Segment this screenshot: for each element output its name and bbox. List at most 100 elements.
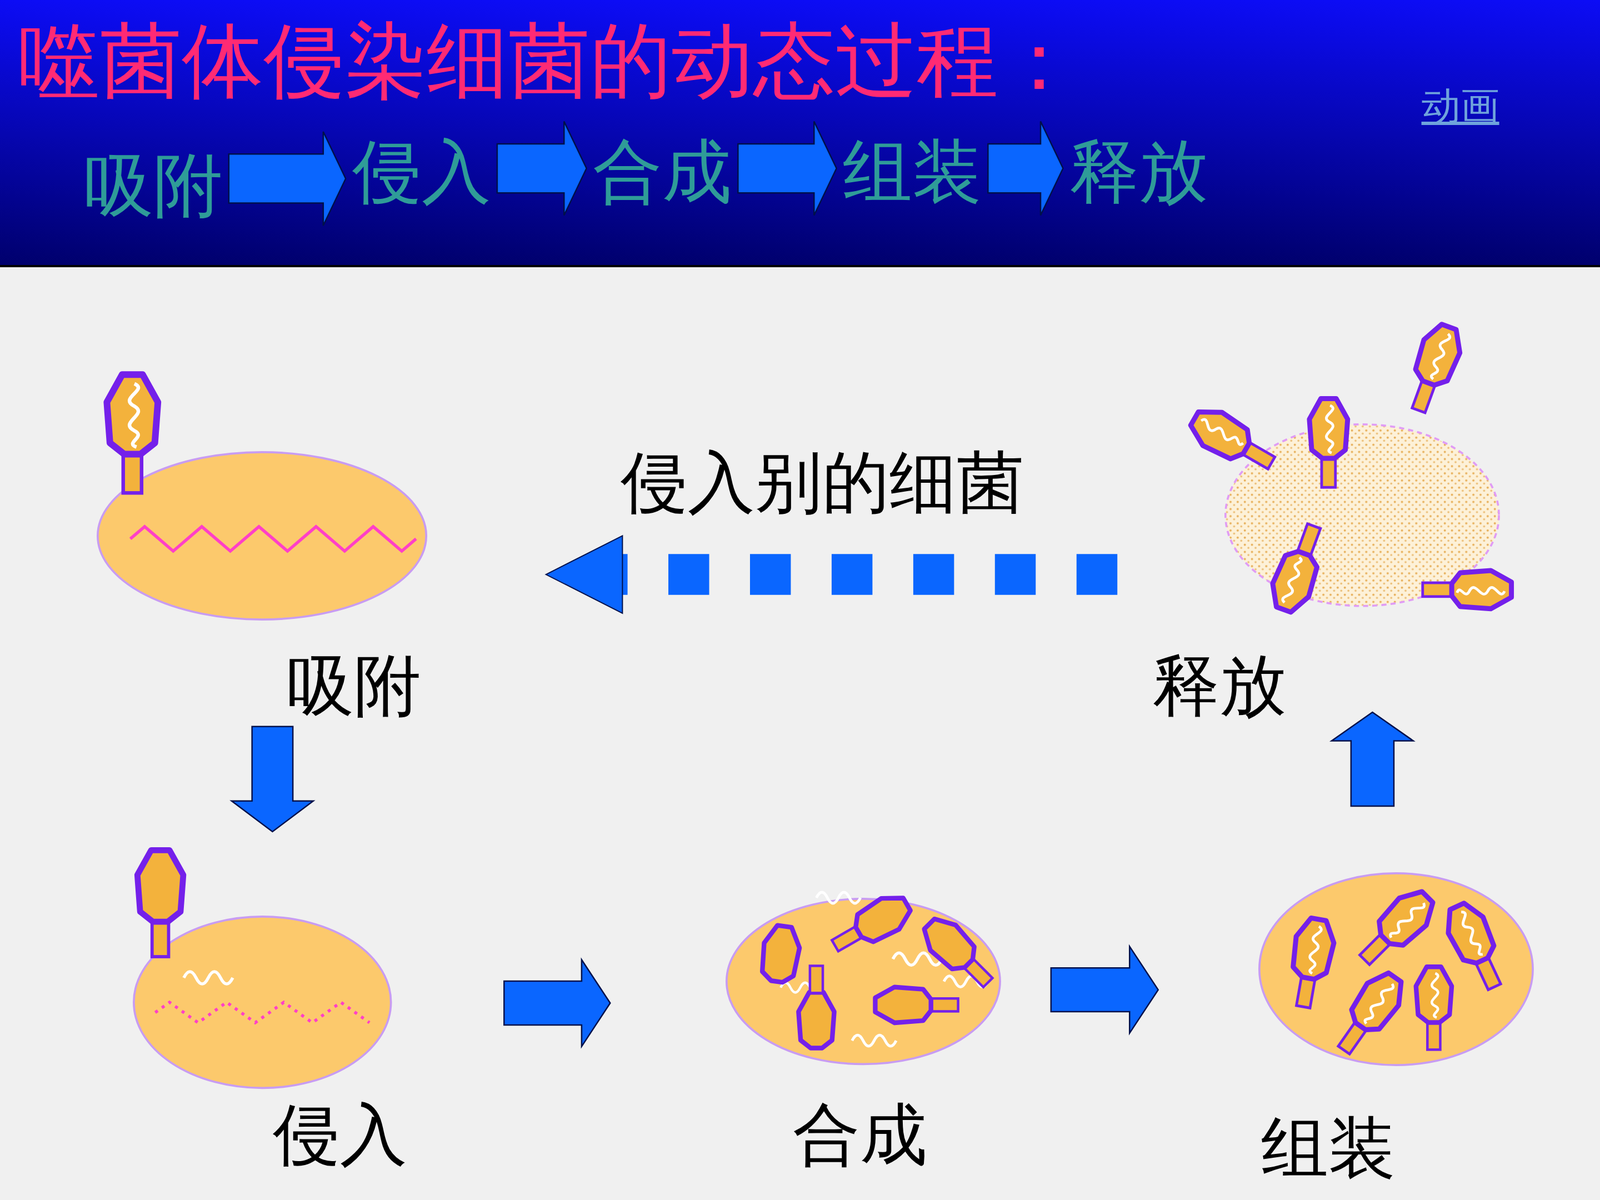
phage <box>1415 967 1452 1050</box>
stage-label: 吸附 <box>286 647 422 725</box>
phage <box>875 987 958 1023</box>
phage-tail-sheath <box>931 998 959 1012</box>
phage-tail-sheath <box>1296 977 1315 1009</box>
phage <box>1265 519 1332 617</box>
block-arrow <box>228 131 346 226</box>
block-arrow <box>503 959 610 1047</box>
step-word-text: 吸附 <box>81 145 225 226</box>
phage-dna <box>1431 973 1438 1018</box>
phage <box>137 850 184 957</box>
step-word: 合成 <box>590 131 734 212</box>
phage-dna <box>1281 557 1304 604</box>
phage-head <box>107 374 159 454</box>
bacterium-cell: 组装 <box>1258 872 1534 1067</box>
free-dna <box>183 971 233 984</box>
cell-outline <box>133 916 392 1088</box>
phage <box>1400 320 1467 418</box>
arrow-body <box>1051 946 1159 1034</box>
stage-label: 合成 <box>792 1096 928 1174</box>
phage <box>1351 883 1442 974</box>
phage <box>1284 916 1338 1010</box>
block-arrow <box>497 121 587 216</box>
phage <box>107 374 159 493</box>
animation-link: 动画 <box>1421 83 1500 129</box>
phage-dna <box>1457 911 1484 957</box>
step-word-text: 侵入 <box>350 131 494 212</box>
arrow-body <box>987 121 1063 216</box>
phage-head <box>798 992 834 1049</box>
step-word-text: 释放 <box>1067 131 1211 212</box>
cell-drawing <box>725 897 1002 1065</box>
stage-label: 侵入 <box>272 1096 408 1174</box>
cell-contents <box>1185 320 1512 617</box>
step-word-text: 合成 <box>590 131 734 212</box>
bacterium-cell: 释放 <box>1224 423 1500 608</box>
block-arrow <box>737 121 837 216</box>
arrow-body <box>497 121 587 216</box>
phage-dna <box>1326 405 1334 453</box>
phage-head <box>1410 320 1467 390</box>
free-dna <box>852 1035 897 1047</box>
step-word: 侵入 <box>350 131 494 212</box>
stage-label: 组装 <box>1261 1109 1396 1187</box>
cell-drawing <box>96 451 428 621</box>
host-dna <box>155 1002 370 1023</box>
phage-head <box>758 923 803 984</box>
phage-tail-sheath <box>1422 582 1452 597</box>
block-arrow <box>1331 712 1414 807</box>
phage-head <box>916 911 982 977</box>
phage-dna <box>130 383 139 448</box>
phage-tail <box>810 966 823 994</box>
block-arrow <box>231 726 314 832</box>
phage-tail-sheath <box>810 966 823 994</box>
cell-drawing <box>132 915 393 1089</box>
phage-tail-sheath <box>1427 1022 1440 1050</box>
phage-dna <box>1306 926 1322 974</box>
phage-head <box>1371 883 1442 954</box>
phage-head <box>849 888 916 948</box>
phage-head <box>1439 898 1500 969</box>
phage-head <box>1451 570 1512 609</box>
arrow-body <box>737 121 837 216</box>
cell-drawing <box>1224 423 1500 608</box>
phage <box>1309 398 1348 488</box>
phage-dna <box>1387 900 1426 939</box>
arrow-body <box>1331 712 1414 807</box>
step-word: 释放 <box>1067 131 1211 212</box>
dotted-shaft <box>622 553 1118 595</box>
phage <box>1185 402 1282 480</box>
cell-outline <box>1259 873 1533 1065</box>
phage <box>758 923 803 984</box>
step-word: 组装 <box>840 131 984 212</box>
phage <box>1328 966 1411 1062</box>
phage-tail-sheath <box>151 921 169 957</box>
phage-dna <box>1457 587 1505 595</box>
phage-dna <box>1199 418 1244 448</box>
slide-title: 噬菌体侵染细菌的动态过程： <box>18 14 1080 109</box>
free-dna <box>816 892 860 904</box>
header-rule <box>0 265 1600 268</box>
phage-dna <box>1361 982 1395 1025</box>
phage-tail-sheath <box>123 453 142 493</box>
phage <box>916 911 1001 996</box>
arrow-head <box>546 535 623 614</box>
phage-head <box>1185 402 1256 465</box>
phage-head <box>875 987 931 1023</box>
cell-contents <box>107 374 417 552</box>
step-word: 吸附 <box>81 145 225 226</box>
edge-label: 侵入别的细菌 <box>620 443 1024 522</box>
cell-contents <box>758 888 1001 1049</box>
phage-tail-sheath <box>1321 458 1336 488</box>
bacterium-cell: 吸附 <box>96 451 428 621</box>
phage-head <box>1309 398 1348 459</box>
phage-head <box>1289 916 1338 982</box>
phage-head <box>1265 547 1322 617</box>
header-ground <box>0 0 1600 268</box>
phage <box>826 888 916 962</box>
bacterium-cell: 合成 <box>725 897 1002 1065</box>
step-word-text: 组装 <box>840 131 984 212</box>
phage <box>1422 570 1512 609</box>
cell-contents <box>1284 883 1512 1062</box>
phage-head <box>1345 966 1411 1038</box>
arrow-body <box>503 959 610 1047</box>
